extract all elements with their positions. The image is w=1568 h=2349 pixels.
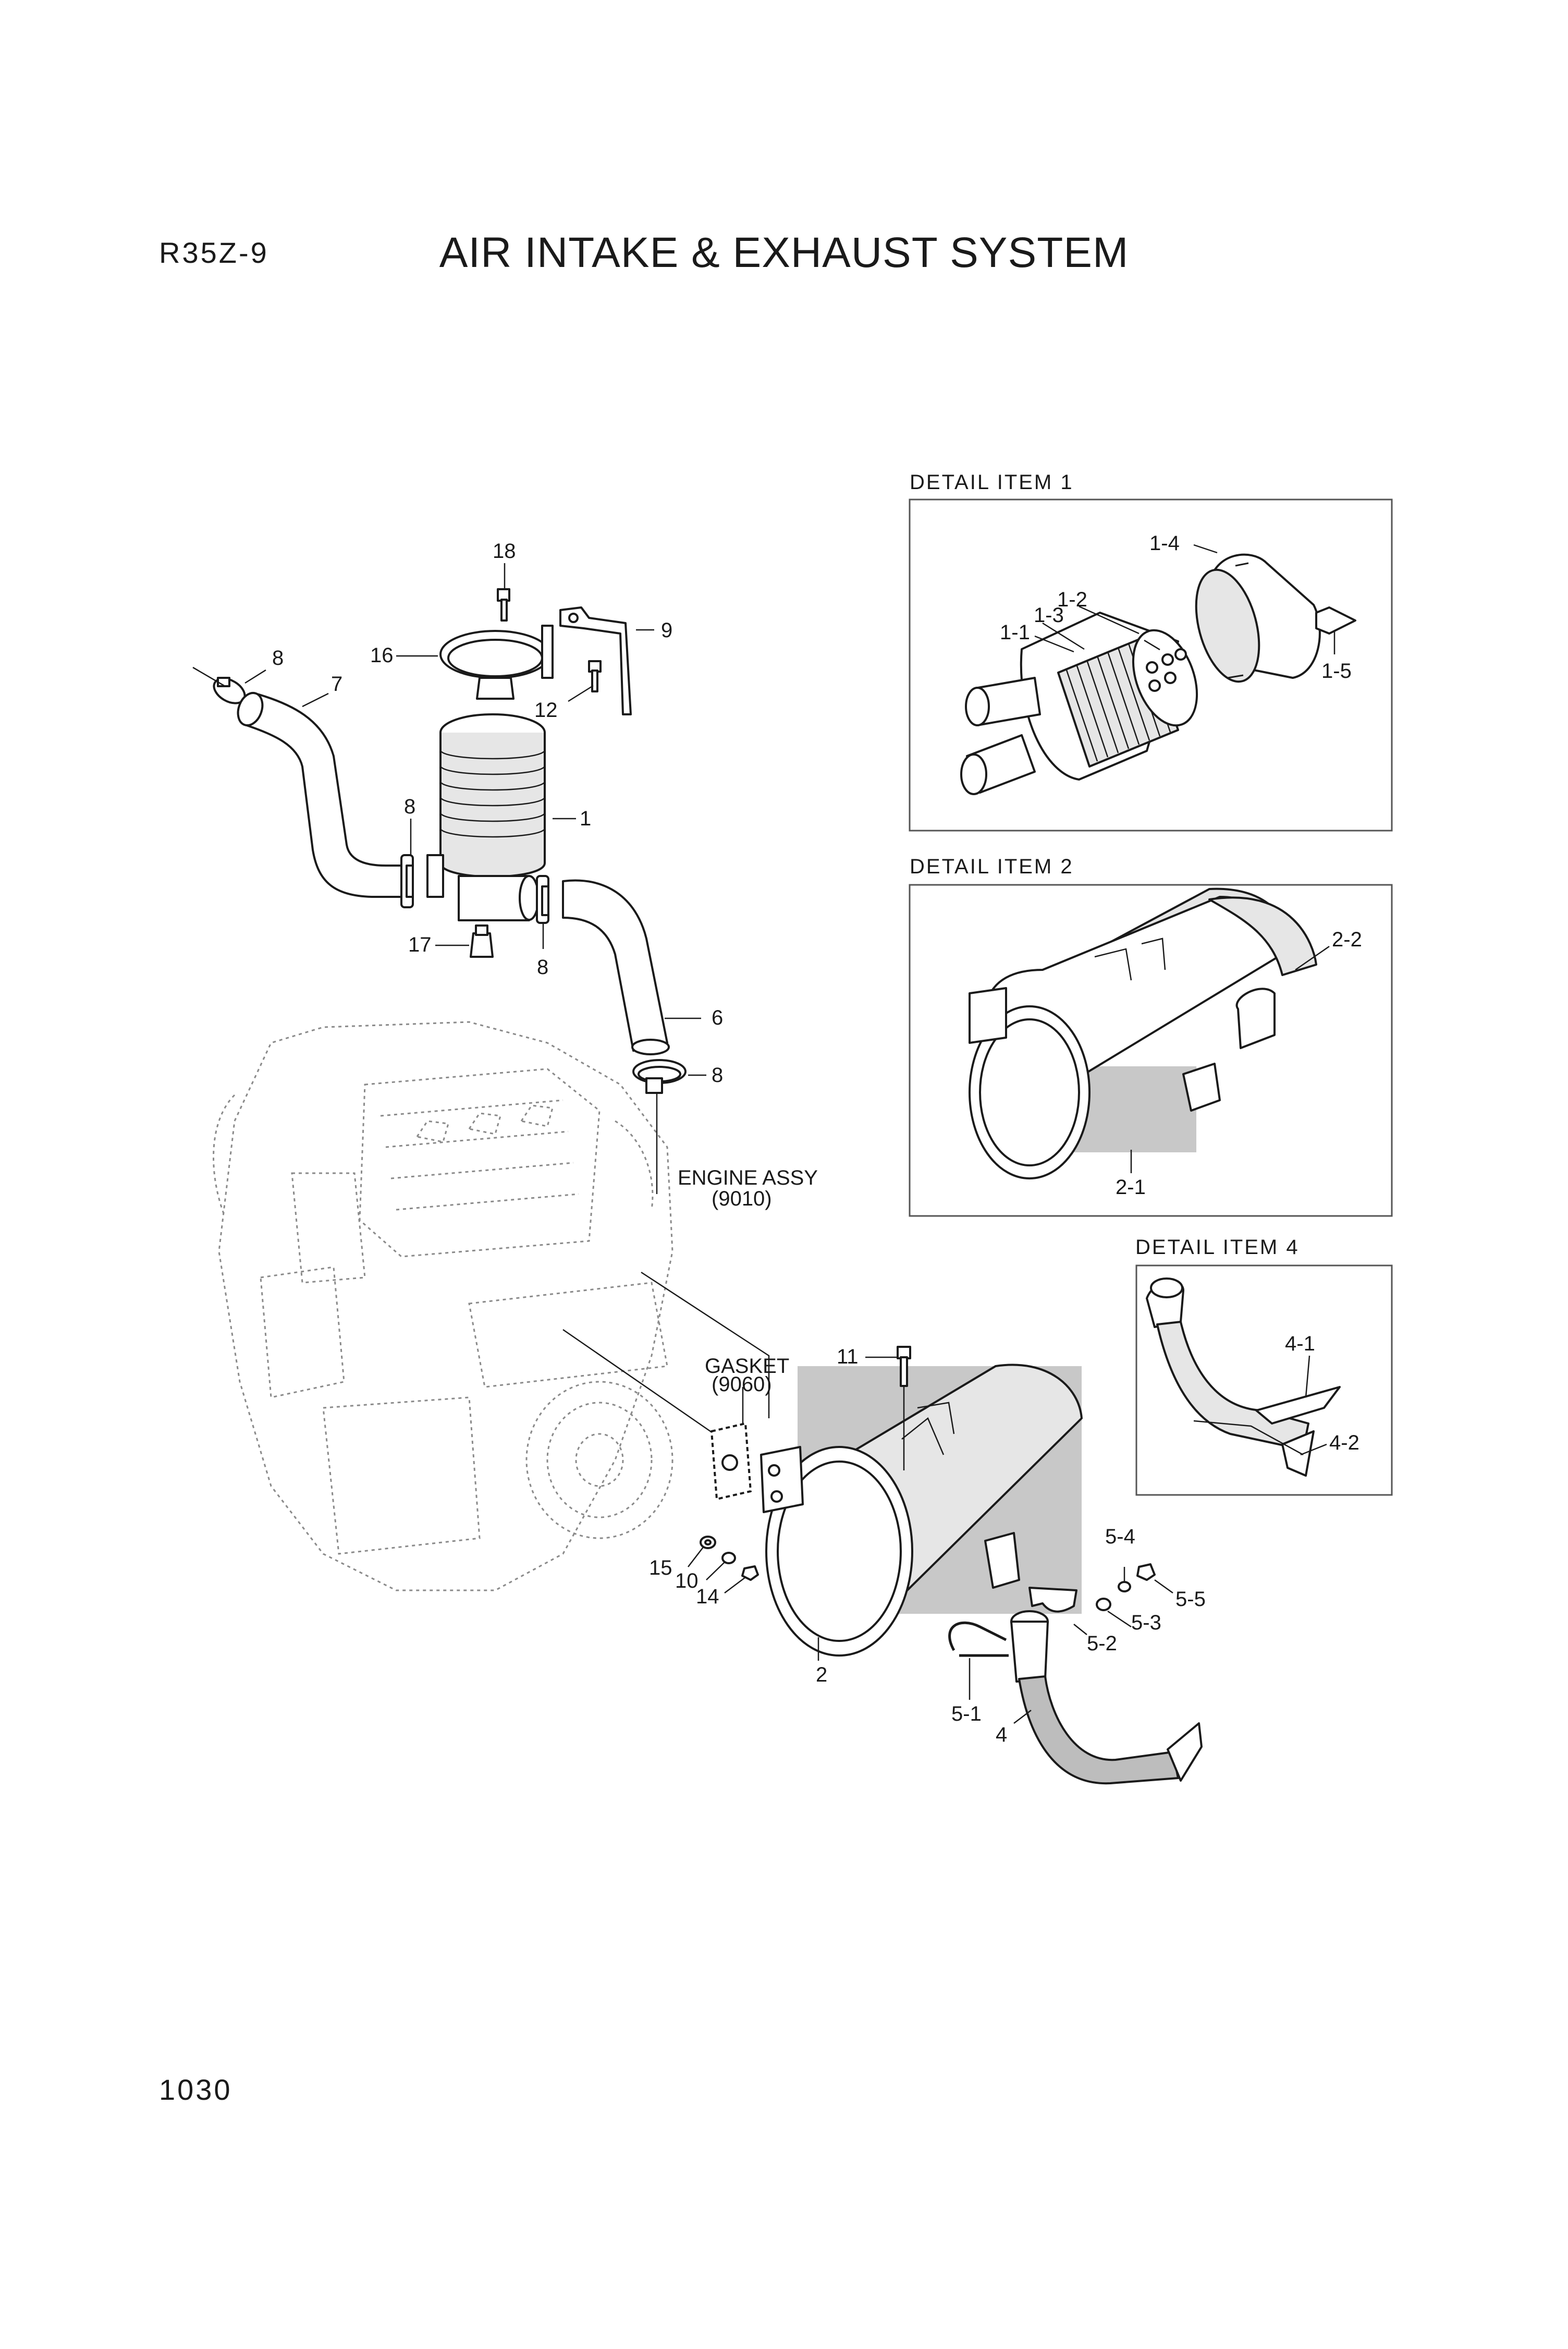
spring-washer-10: [721, 1552, 736, 1564]
callout-12: 12: [534, 699, 558, 722]
hose-clamp-8-bottom: [632, 1059, 687, 1094]
label-2-2: 2-2: [1332, 928, 1362, 951]
gasket-code: (9060): [712, 1373, 772, 1396]
callout-5-2: 5-2: [1087, 1632, 1117, 1655]
callout-5-3: 5-3: [1131, 1611, 1161, 1634]
muffler-outlet-pipe: [1235, 988, 1276, 1049]
washer-15: [700, 1536, 716, 1549]
callout-4: 4: [996, 1723, 1007, 1746]
washer-5-3: [1096, 1598, 1111, 1611]
tail-pipe-detail: [1146, 1277, 1341, 1477]
label-1-3: 1-3: [1034, 604, 1064, 627]
muffler-tail-stub: [1182, 1063, 1221, 1112]
callout-14: 14: [696, 1585, 719, 1608]
muffler-flange: [969, 987, 1007, 1044]
label-1-5: 1-5: [1321, 660, 1352, 683]
u-bolt-5-1: [948, 1621, 1009, 1657]
callout-5-5: 5-5: [1175, 1588, 1206, 1611]
intake-hose-6: [562, 879, 670, 1055]
muffler-detail: [969, 887, 1317, 1179]
hose-clamp-8-right: [536, 875, 549, 924]
callout-8-clamp-top: 8: [272, 647, 284, 670]
muffler-main-flange: [760, 1446, 804, 1513]
callout-2: 2: [816, 1663, 827, 1686]
label-1-2: 1-2: [1057, 588, 1087, 611]
callout-18: 18: [493, 540, 516, 563]
engine-assy-code: (9010): [712, 1187, 772, 1210]
callout-8-right: 8: [537, 956, 548, 979]
vacuator-valve-17: [470, 924, 494, 958]
engine-assembly-ghost: [213, 1021, 673, 1591]
page-title: AIR INTAKE & EXHAUST SYSTEM: [439, 229, 1129, 276]
callout-15: 15: [649, 1556, 672, 1579]
page-number: 1030: [159, 2073, 232, 2106]
callout-1: 1: [580, 807, 591, 830]
air-cleaner-1: [426, 713, 546, 921]
exhaust-gasket: [710, 1422, 752, 1500]
hose-clamp-8-left: [400, 854, 414, 908]
label-2-1: 2-1: [1116, 1176, 1146, 1199]
nut-5-5: [1136, 1563, 1156, 1581]
callout-8-bottom: 8: [712, 1064, 723, 1087]
callout-5-1: 5-1: [951, 1702, 982, 1725]
engine-assy-label: ENGINE ASSY: [678, 1166, 818, 1189]
air-cleaner-detail: [960, 612, 1198, 795]
callout-10: 10: [675, 1569, 699, 1592]
detail-item-1-heading: DETAIL ITEM 1: [910, 471, 1074, 494]
bolt-11: [897, 1346, 911, 1387]
callout-8-left: 8: [404, 795, 415, 818]
detail-item-2-frame: [909, 884, 1393, 1217]
model-code: R35Z-9: [159, 236, 269, 269]
detail-item-4-frame: [1135, 1264, 1393, 1496]
bolt-18: [497, 588, 510, 622]
bracket-9: [559, 606, 632, 715]
callout-5-4: 5-4: [1105, 1525, 1135, 1548]
muffler-2: [760, 1364, 1083, 1657]
callout-16: 16: [370, 644, 394, 667]
gasket-label: GASKET: [705, 1355, 789, 1378]
label-1-4: 1-4: [1149, 532, 1180, 555]
label-4-2: 4-2: [1329, 1431, 1359, 1454]
nut-14: [741, 1565, 759, 1581]
air-cleaner-cover: [1195, 553, 1321, 683]
callout-6: 6: [712, 1006, 723, 1029]
label-4-1: 4-1: [1285, 1332, 1315, 1355]
tail-pipe-4: [1010, 1610, 1203, 1785]
callout-11: 11: [837, 1345, 859, 1368]
callout-7: 7: [331, 673, 342, 696]
heat-shield-2-2: [1208, 896, 1317, 976]
detail-item-4: DETAIL ITEM 4 4-1 4-2: [1135, 1236, 1393, 1496]
callout-17: 17: [408, 933, 432, 956]
label-1-1: 1-1: [1000, 621, 1030, 644]
detail-item-1: DETAIL ITEM 1: [909, 471, 1393, 832]
clamp-plate-5-2: [1028, 1587, 1077, 1613]
tail-pipe-upper-shield: [1255, 1386, 1341, 1425]
detail-item-2: DETAIL ITEM 2 2-1 2-2: [909, 855, 1393, 1217]
detail-item-4-heading: DETAIL ITEM 4: [1135, 1236, 1300, 1259]
spring-washer-5-4: [1118, 1581, 1131, 1592]
callout-9: 9: [661, 619, 672, 642]
detail-item-2-heading: DETAIL ITEM 2: [910, 855, 1074, 878]
intake-hose-7: [237, 692, 405, 898]
evacuator-valve: [1315, 606, 1356, 635]
detail-item-1-frame: [909, 498, 1393, 832]
bolt-12: [588, 660, 602, 692]
mounting-band-16: [439, 625, 554, 700]
